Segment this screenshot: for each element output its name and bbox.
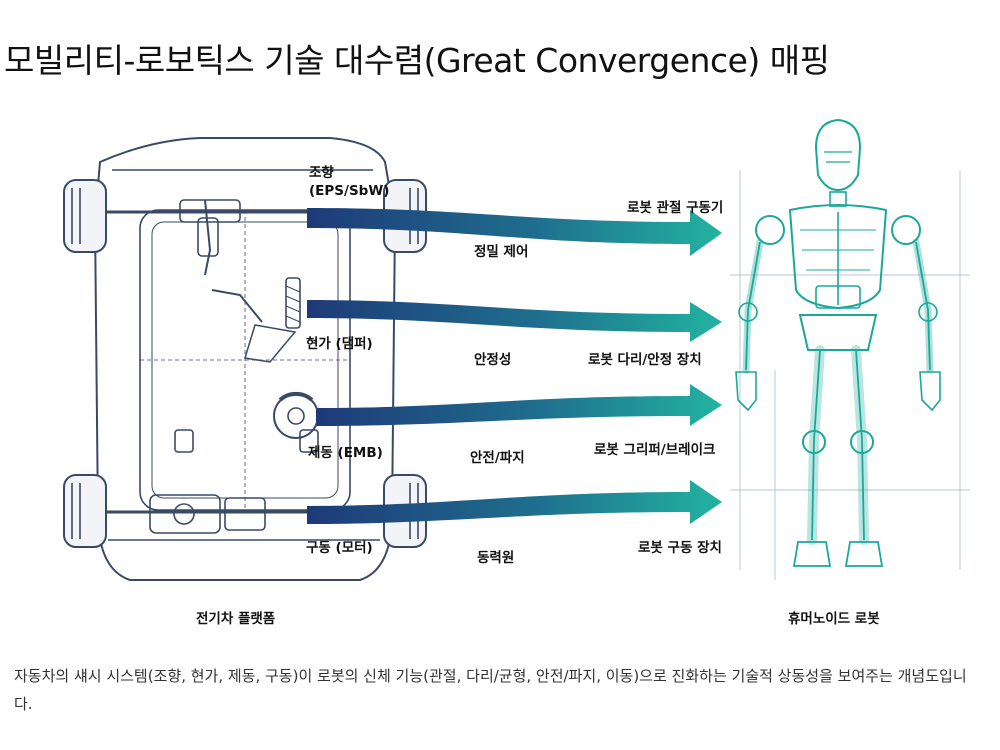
humanoid-robot-illustration: [730, 118, 970, 580]
source-label-steering: 조향 (EPS/SbW): [309, 165, 390, 199]
arrow-drive: [307, 480, 722, 524]
source-label-suspension: 현가 (댐퍼): [306, 336, 373, 352]
target-label-drive-unit: 로봇 구동 장치: [638, 540, 722, 556]
convergence-diagram: 조향 (EPS/SbW) 현가 (댐퍼) 제동 (EMB) 구동 (모터) 정밀…: [0, 100, 1000, 645]
target-label-joint-actuator: 로봇 관절 구동기: [627, 200, 724, 216]
arrow-brake: [316, 384, 722, 426]
target-label-leg-stabilizer: 로봇 다리/안정 장치: [588, 352, 702, 368]
mapping-arrows: [307, 208, 722, 524]
page-title: 모빌리티-로보틱스 기술 대수렴(Great Convergence) 매핑: [4, 41, 830, 80]
ev-platform-illustration: [63, 137, 427, 581]
arrow-steering: [307, 208, 722, 256]
function-label-safety-grip: 안전/파지: [470, 450, 525, 466]
diagram-canvas: [63, 118, 970, 581]
arrow-suspension: [307, 300, 722, 342]
function-label-power-source: 동력원: [477, 550, 515, 566]
source-label-brake: 제동 (EMB): [308, 445, 383, 461]
ev-platform-label: 전기차 플랫폼: [196, 611, 276, 627]
humanoid-robot-label: 휴머노이드 로봇: [788, 611, 880, 627]
target-label-gripper-brake: 로봇 그리퍼/브레이크: [594, 442, 716, 458]
function-label-stability: 안정성: [474, 352, 512, 368]
figure-caption: 자동차의 섀시 시스템(조향, 현가, 제동, 구동)이 로봇의 신체 기능(관…: [14, 667, 967, 713]
function-label-precision-control: 정밀 제어: [474, 244, 529, 260]
source-label-drive: 구동 (모터): [306, 540, 373, 556]
